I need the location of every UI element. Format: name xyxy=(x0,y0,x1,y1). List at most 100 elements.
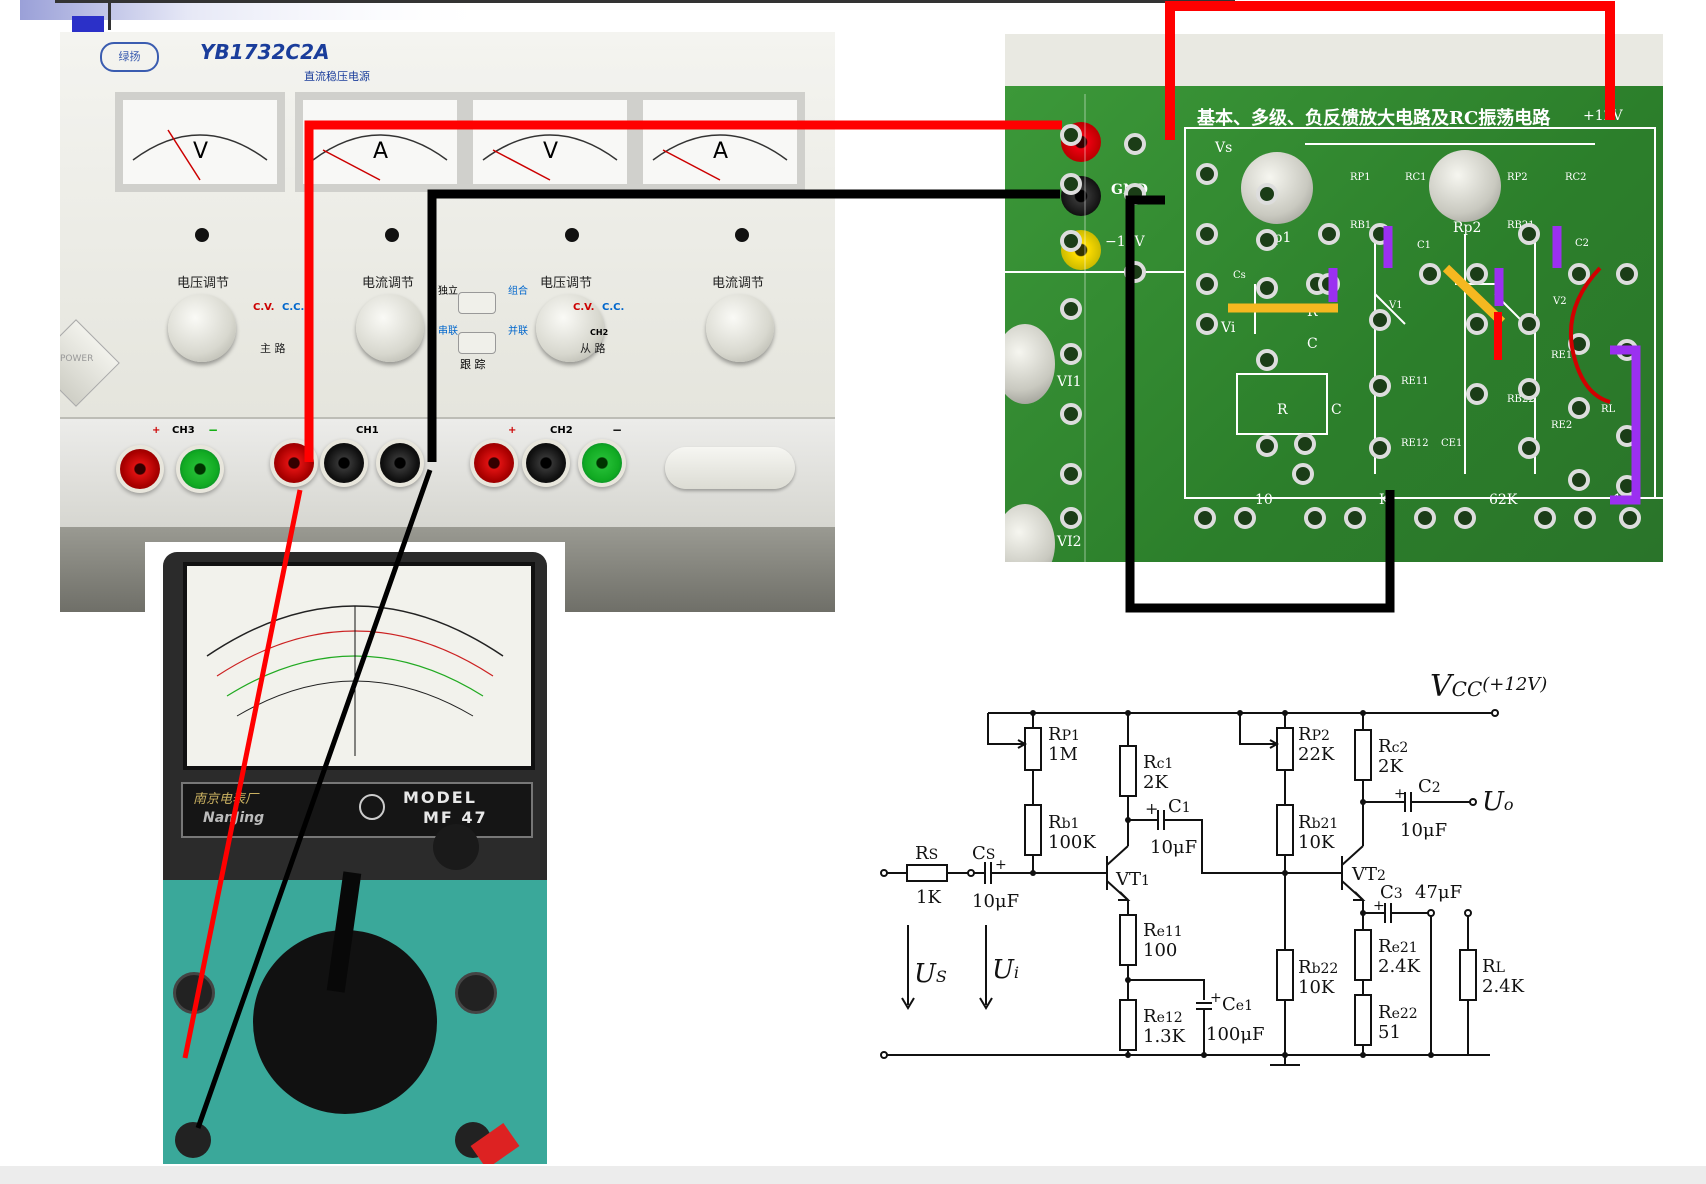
board-pin[interactable] xyxy=(1616,425,1638,447)
amplifier-board-photo: 基本、多级、负反馈放大电路及RC振荡电路 GND −12V +12V VI1 V… xyxy=(1005,34,1663,562)
vt2-label: VT2 xyxy=(1351,864,1386,885)
indicator-hole xyxy=(565,228,579,242)
rb22-name: Rb22 xyxy=(1298,957,1338,978)
ch2-label: CH2 xyxy=(550,425,573,436)
board-pin[interactable] xyxy=(1196,223,1218,245)
board-pin[interactable] xyxy=(1534,507,1556,529)
board-pin[interactable] xyxy=(1196,273,1218,295)
board-pin[interactable] xyxy=(1568,263,1590,285)
board-pin[interactable] xyxy=(1256,435,1278,457)
board-pin[interactable] xyxy=(1318,223,1340,245)
rp2-res-label: RP2 xyxy=(1507,172,1528,183)
board-pin[interactable] xyxy=(1574,507,1596,529)
board-pin[interactable] xyxy=(1369,375,1391,397)
board-pin[interactable] xyxy=(1344,507,1366,529)
board-pin[interactable] xyxy=(1194,507,1216,529)
board-pin[interactable] xyxy=(1454,507,1476,529)
rp2-name: RP2 xyxy=(1298,724,1330,745)
terminal-panel: + CH3 − CH1 + CH2 − xyxy=(60,417,835,529)
board-pin[interactable] xyxy=(1060,124,1082,146)
junction-dot xyxy=(1282,870,1288,876)
board-pin[interactable] xyxy=(1518,437,1540,459)
terminal-ch1-positive[interactable] xyxy=(274,443,314,483)
re12-value: 1.3K xyxy=(1143,1026,1186,1047)
board-pin[interactable] xyxy=(1292,463,1314,485)
board-pin[interactable] xyxy=(1124,133,1146,155)
board-pin[interactable] xyxy=(1124,261,1146,283)
board-pin[interactable] xyxy=(1060,230,1082,252)
board-pin[interactable] xyxy=(1518,313,1540,335)
mode-button-1[interactable] xyxy=(458,292,496,314)
board-pin[interactable] xyxy=(1256,183,1278,205)
board-pin[interactable] xyxy=(1616,475,1638,497)
ohm-adjust-knob[interactable] xyxy=(433,824,479,870)
com-jack[interactable] xyxy=(173,972,215,1014)
board-pin[interactable] xyxy=(1256,229,1278,251)
board-pin[interactable] xyxy=(1196,163,1218,185)
board-pin[interactable] xyxy=(1369,309,1391,331)
rc1-label: RC1 xyxy=(1405,172,1427,183)
board-pin[interactable] xyxy=(1256,277,1278,299)
rb1-name: Rb1 xyxy=(1048,812,1079,833)
board-pin[interactable] xyxy=(1619,507,1641,529)
board-pin[interactable] xyxy=(1304,507,1326,529)
terminal-ch2-negative[interactable] xyxy=(582,443,622,483)
vi2-label: VI2 xyxy=(1057,534,1082,550)
mode-button-2[interactable] xyxy=(458,332,496,354)
board-pin[interactable] xyxy=(1318,273,1340,295)
voltage-knob-main[interactable] xyxy=(168,294,236,362)
board-pin[interactable] xyxy=(1369,223,1391,245)
terminal-ch1-ground[interactable] xyxy=(324,443,364,483)
terminal-ch2-positive[interactable] xyxy=(474,443,514,483)
terminal-ch1-negative[interactable] xyxy=(380,443,420,483)
rc1-name: Rc1 xyxy=(1143,752,1173,773)
board-pin[interactable] xyxy=(1060,298,1082,320)
terminal-ch3-positive[interactable] xyxy=(120,449,160,489)
board-pin[interactable] xyxy=(1568,469,1590,491)
zero-adjust-screw[interactable] xyxy=(359,794,385,820)
ch3-label: CH3 xyxy=(172,425,195,436)
board-pin[interactable] xyxy=(1414,507,1436,529)
board-pin[interactable] xyxy=(1466,383,1488,405)
pot-rp2[interactable] xyxy=(1429,150,1501,222)
board-pin[interactable] xyxy=(1616,263,1638,285)
current-knob-slave[interactable] xyxy=(706,294,774,362)
board-pin[interactable] xyxy=(1060,463,1082,485)
board-pin[interactable] xyxy=(1616,339,1638,361)
board-pin[interactable] xyxy=(1518,378,1540,400)
current-knob-main[interactable] xyxy=(356,294,424,362)
board-pin[interactable] xyxy=(1060,173,1082,195)
plus-jack[interactable] xyxy=(455,972,497,1014)
terminal-ch3-negative[interactable] xyxy=(180,449,220,489)
board-pin[interactable] xyxy=(1294,433,1316,455)
board-pin[interactable] xyxy=(1124,183,1146,205)
board-pin[interactable] xyxy=(1060,343,1082,365)
board-pin[interactable] xyxy=(1518,223,1540,245)
ch2-plus: + xyxy=(508,425,517,436)
board-pin[interactable] xyxy=(1568,333,1590,355)
vi1-label: VI1 xyxy=(1057,374,1082,390)
jack-bottom-left[interactable] xyxy=(175,1122,211,1158)
terminal-ch2-ground[interactable] xyxy=(526,443,566,483)
board-pin[interactable] xyxy=(1060,403,1082,425)
rc1-value: 2K xyxy=(1143,772,1168,793)
board-pin[interactable] xyxy=(1419,263,1441,285)
board-pin[interactable] xyxy=(1466,313,1488,335)
board-pin[interactable] xyxy=(1060,507,1082,529)
board-pin[interactable] xyxy=(1256,349,1278,371)
board-pin[interactable] xyxy=(1234,507,1256,529)
junction-dot xyxy=(1360,1052,1366,1058)
board-pin[interactable] xyxy=(1568,397,1590,419)
slide-header-decoration xyxy=(20,0,1235,34)
board-pin[interactable] xyxy=(1369,437,1391,459)
main-channel-label: 主 路 xyxy=(260,342,286,355)
board-pin[interactable] xyxy=(1466,263,1488,285)
vt1-label: VT1 xyxy=(1115,869,1150,890)
ch2-small-label: CH2 xyxy=(590,328,609,337)
r-value-62k: 62K xyxy=(1489,492,1518,508)
cs-value: 10μF xyxy=(972,891,1019,912)
uo-label: Uo xyxy=(1482,787,1514,817)
board-pin[interactable] xyxy=(1196,313,1218,335)
junction-dot xyxy=(1282,710,1288,716)
terminal-ch2-pos-ring xyxy=(470,439,518,487)
